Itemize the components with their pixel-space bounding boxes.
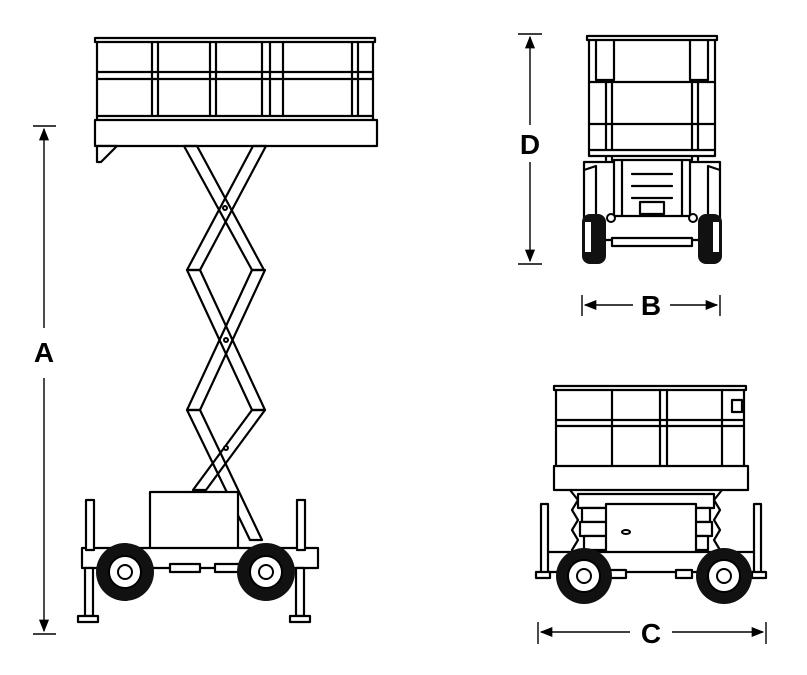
stowed-front-wheel (696, 548, 752, 604)
platform-guardrail (93, 36, 377, 122)
platform-deck (93, 118, 379, 164)
dimension-c: C (537, 618, 767, 649)
extended-lift-side-view: A (33, 36, 379, 635)
scissor-arms (182, 144, 268, 542)
dimension-label-b: B (641, 290, 661, 321)
dimension-d: D (518, 33, 542, 265)
front-view-left-wheel (582, 214, 606, 264)
stowed-guardrail (552, 384, 748, 468)
stowed-rear-wheel (556, 548, 612, 604)
front-view-right-wheel (698, 214, 722, 264)
dimension-a: A (33, 125, 56, 635)
stowed-lift-front-view: D (518, 33, 722, 321)
left-side-rear-wheel (96, 543, 154, 601)
dimension-b: B (581, 290, 721, 321)
front-guardrail (585, 34, 719, 162)
front-chassis (582, 158, 722, 248)
dimension-label-c: C (641, 618, 661, 649)
dimension-label-a: A (34, 337, 54, 368)
left-side-front-wheel (237, 543, 295, 601)
stowed-platform-deck (552, 464, 750, 492)
dimension-label-d: D (520, 129, 540, 160)
stowed-lift-side-view: C (534, 384, 768, 649)
outrigger-legs (76, 566, 312, 624)
